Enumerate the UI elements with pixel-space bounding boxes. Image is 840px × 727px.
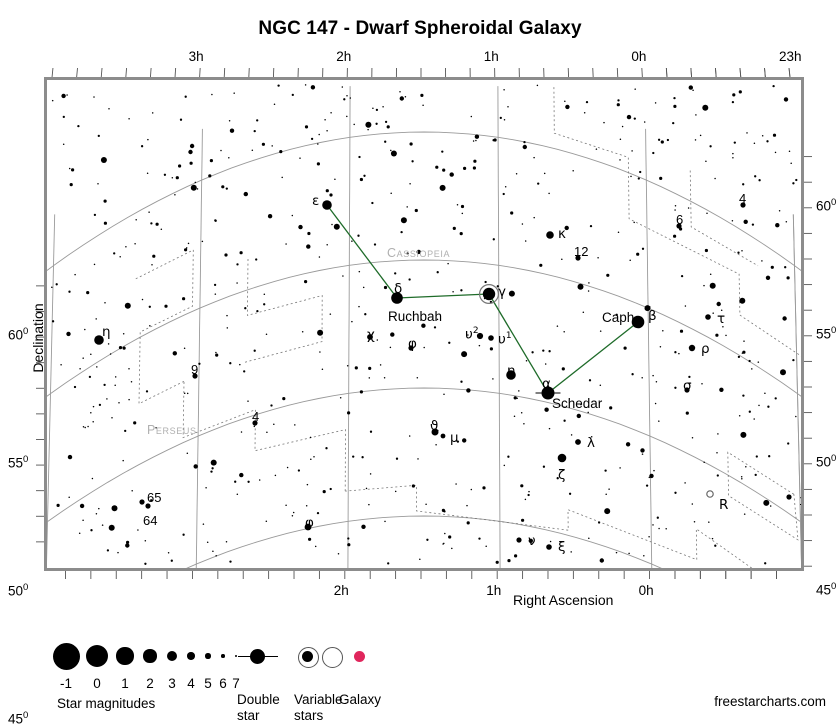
legend-magnitude-label-2: 2 bbox=[138, 676, 162, 691]
legend-magnitude-dot-7 bbox=[235, 655, 237, 657]
x-tick-bottom-0h: 0h bbox=[639, 583, 654, 598]
star-label-64: 64 bbox=[143, 514, 157, 527]
star-label-51: 51 bbox=[321, 569, 335, 571]
star-label-ν: ν bbox=[528, 535, 536, 549]
star-label-65: 65 bbox=[147, 491, 161, 504]
star-label-β: β bbox=[648, 310, 657, 324]
star-label-φ: φ bbox=[305, 517, 314, 531]
constellation-label-cassiopeia: Cassiopeia bbox=[387, 246, 450, 260]
legend-double-star-bar bbox=[238, 649, 278, 664]
star-label-μ: μ bbox=[450, 432, 459, 446]
star-label-χ: χ bbox=[367, 329, 375, 343]
star-name-caph: Caph bbox=[602, 311, 634, 325]
star-label-R: R bbox=[719, 499, 728, 513]
x-tick-top-23h: 23h bbox=[779, 49, 802, 64]
star-label-φ: φ bbox=[408, 338, 417, 352]
star-label-9: 9 bbox=[191, 363, 198, 376]
legend-magnitude-dot-2 bbox=[143, 649, 156, 662]
legend-magnitude-dot-5 bbox=[205, 653, 210, 658]
x-tick-top-0h: 0h bbox=[631, 49, 646, 64]
star-label-υ¹: υ1 bbox=[498, 332, 512, 347]
legend-magnitude-dot-4 bbox=[187, 652, 194, 659]
legend-magnitude-dot-3 bbox=[167, 651, 177, 661]
x-tick-top-1h: 1h bbox=[484, 49, 499, 64]
star-label-ϑ: ϑ bbox=[430, 420, 438, 434]
galaxy-label-147: 147 bbox=[581, 569, 606, 571]
x-tick-top-2h: 2h bbox=[336, 49, 351, 64]
legend-magnitude-dot-1 bbox=[116, 647, 133, 664]
x-tick-bottom-1h: 1h bbox=[486, 583, 501, 598]
star-label-α: α bbox=[542, 378, 551, 392]
y-tick-right-60: 600 bbox=[816, 197, 836, 214]
legend-galaxy-caption: Galaxy bbox=[339, 692, 381, 707]
star-label-κ: κ bbox=[558, 228, 566, 242]
page-title: NGC 147 - Dwarf Spheroidal Galaxy bbox=[0, 18, 840, 40]
star-label-τ: τ bbox=[717, 313, 725, 327]
y-axis-title: Declination bbox=[30, 278, 46, 398]
star-label-18: 18 bbox=[799, 494, 804, 507]
credit-text: freestarcharts.com bbox=[714, 694, 826, 709]
star-label-ζ: ζ bbox=[558, 469, 565, 483]
legend-double-star-caption-2: star bbox=[237, 708, 260, 723]
legend-double-star-caption-1: Double bbox=[237, 692, 280, 707]
star-label-12: 12 bbox=[574, 245, 588, 258]
star-label-ε: ε bbox=[312, 195, 319, 209]
star-chart-plot[interactable]: εδRuchbahγαSchedarβCaphηζκχφυ2υ1ϑμλνξοπσ… bbox=[44, 77, 804, 571]
star-label-υ²: υ2 bbox=[465, 327, 479, 342]
star-label-6: 6 bbox=[676, 213, 683, 226]
y-tick-left-60: 600 bbox=[8, 326, 28, 343]
y-tick-right-55: 550 bbox=[816, 325, 836, 342]
legend-variable-star-ring-open bbox=[322, 647, 343, 668]
legend-magnitude-dot--1 bbox=[53, 643, 80, 670]
legend-galaxy-dot bbox=[354, 651, 365, 662]
x-axis-title: Right Ascension bbox=[513, 592, 613, 608]
star-label-η: η bbox=[102, 326, 111, 340]
star-label-λ: λ bbox=[587, 437, 595, 451]
y-tick-right-50: 500 bbox=[816, 453, 836, 470]
legend-variable-stars-caption-2: stars bbox=[294, 708, 323, 723]
y-tick-left-55: 550 bbox=[8, 454, 28, 471]
star-label-η: η bbox=[507, 365, 516, 379]
legend-star-magnitudes-caption: Star magnitudes bbox=[57, 696, 155, 711]
y-tick-right-45: 450 bbox=[816, 581, 836, 598]
legend-magnitude-label--1: -1 bbox=[54, 676, 78, 691]
y-tick-left-50: 500 bbox=[8, 582, 28, 599]
legend-variable-star-dot bbox=[302, 651, 313, 662]
star-label-σ: σ bbox=[683, 380, 692, 394]
x-tick-top-3h: 3h bbox=[189, 49, 204, 64]
star-label-ξ: ξ bbox=[558, 541, 566, 555]
star-label-4: 4 bbox=[252, 410, 259, 423]
star-name-schedar: Schedar bbox=[552, 397, 602, 411]
x-tick-bottom-2h: 2h bbox=[334, 583, 349, 598]
star-name-ruchbah: Ruchbah bbox=[388, 310, 442, 324]
legend-magnitude-label-1: 1 bbox=[113, 676, 137, 691]
star-label-ρ: ρ bbox=[701, 343, 710, 357]
star-label-γ: γ bbox=[498, 286, 506, 300]
legend-variable-stars-caption-1: Variable bbox=[294, 692, 343, 707]
constellation-label-perseus: Perseus bbox=[147, 423, 197, 437]
star-label-4: 4 bbox=[739, 192, 746, 205]
legend-magnitude-dot-6 bbox=[221, 654, 225, 658]
y-tick-left-45: 450 bbox=[8, 710, 28, 727]
star-label-δ: δ bbox=[394, 283, 402, 297]
legend-magnitude-dot-0 bbox=[86, 645, 108, 667]
legend-magnitude-label-7: 7 bbox=[224, 676, 248, 691]
legend-magnitude-label-0: 0 bbox=[85, 676, 109, 691]
